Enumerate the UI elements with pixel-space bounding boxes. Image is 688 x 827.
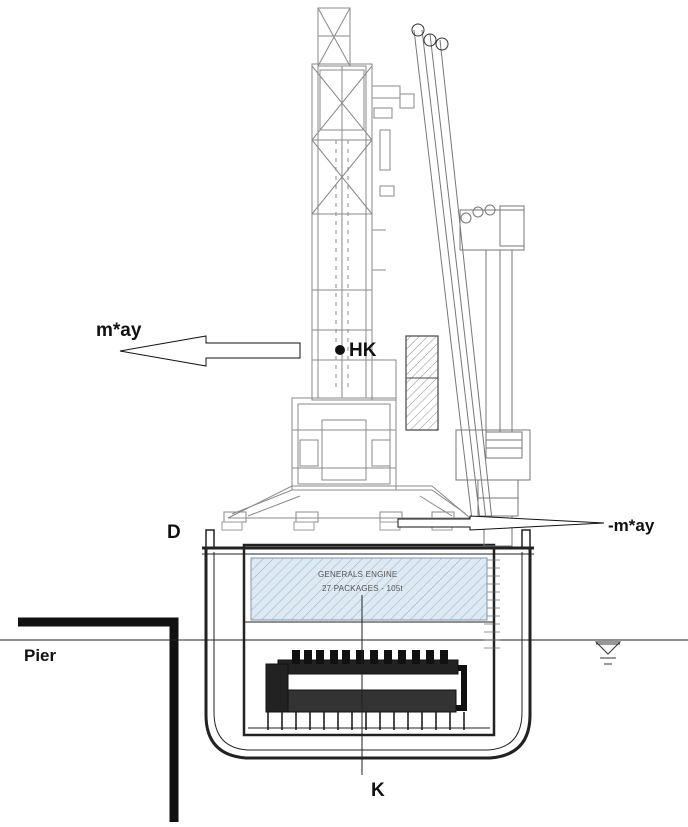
point-dot-icon xyxy=(335,345,345,355)
water-level-icon xyxy=(594,641,622,665)
pier-wall xyxy=(18,617,179,822)
force-arrow-right xyxy=(397,515,605,531)
main-crane xyxy=(221,7,471,531)
vessel-hull xyxy=(202,529,534,760)
ship-crane xyxy=(411,23,531,547)
generator-engine xyxy=(265,650,467,730)
cargo-subtitle: 27 PACKAGES - 105t xyxy=(322,584,403,593)
hook-point-label: HK xyxy=(349,340,377,361)
keel-point-label: K xyxy=(371,780,385,801)
pier-label: Pier xyxy=(24,646,57,665)
force-arrow-left xyxy=(119,335,301,367)
deck-point-label: D xyxy=(167,522,181,543)
suspended-load xyxy=(405,335,439,431)
cargo-block xyxy=(250,557,488,621)
cargo-title: GENERALS ENGINE xyxy=(318,570,398,579)
force-label-right: -m*ay xyxy=(608,516,655,535)
force-label-left: m*ay xyxy=(96,320,142,341)
